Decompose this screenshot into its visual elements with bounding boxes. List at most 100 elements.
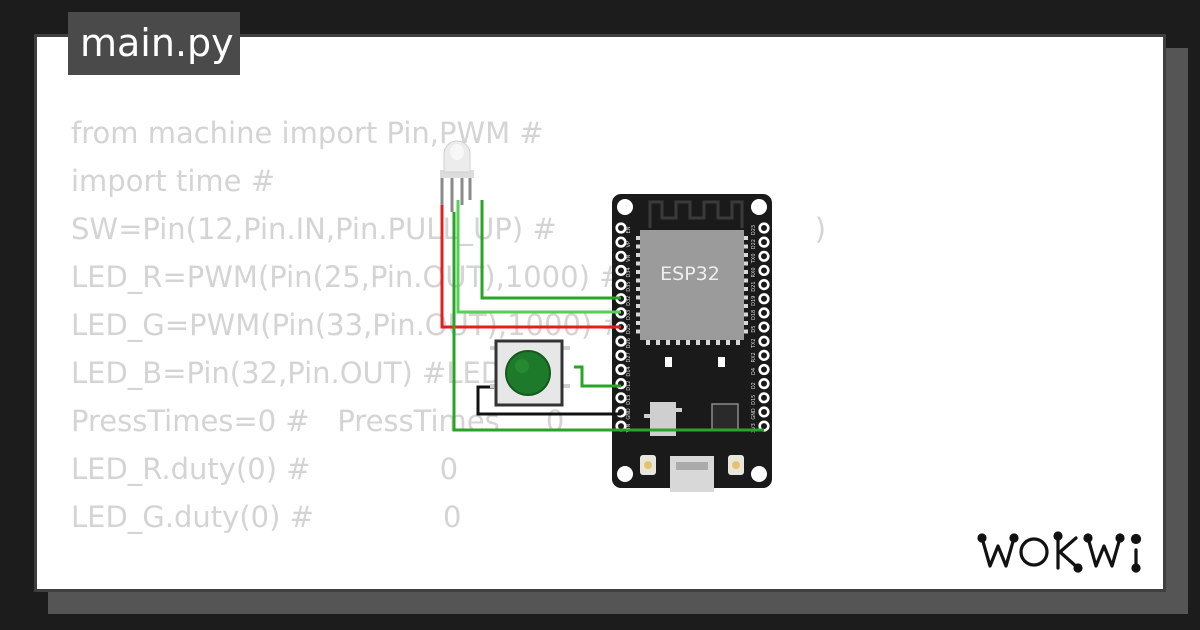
pin-label: D2 — [751, 382, 757, 389]
wires — [440, 200, 764, 432]
file-tab[interactable]: main.py — [68, 12, 240, 75]
module-pad — [744, 253, 748, 257]
header-pin[interactable] — [615, 335, 627, 347]
pin-label: D13 — [626, 395, 632, 405]
header-pin[interactable] — [758, 406, 770, 418]
esp32-module — [640, 230, 744, 340]
header-pin[interactable] — [758, 250, 770, 262]
module-pad — [716, 340, 720, 345]
pin-label: D21 — [751, 281, 757, 291]
rgb-led[interactable] — [440, 140, 474, 212]
module-pad — [636, 270, 640, 274]
module-pad — [706, 340, 710, 345]
module-pad — [744, 287, 748, 291]
header-pin[interactable] — [758, 264, 770, 277]
pin-label: D18 — [751, 310, 757, 320]
header-pin[interactable] — [615, 363, 627, 376]
module-pad — [744, 295, 748, 300]
usb-ic — [711, 403, 739, 431]
pin-label: VN — [626, 254, 632, 261]
module-pad — [744, 270, 748, 274]
pin-labels: ENVPVND34D35D32D33D25D26D27D14D12D13GNDV… — [626, 225, 757, 433]
module-pad — [636, 261, 640, 266]
header-pin[interactable] — [758, 363, 770, 376]
code-line: LED_R=PWM(Pin(25,Pin.OUT),1000) # — [71, 260, 624, 294]
code-line: LED_G=PWM(Pin(33,Pin.OUT),1000) # — [71, 308, 626, 342]
pin-label: D27 — [626, 352, 632, 362]
pin-label: D15 — [751, 395, 757, 405]
header-pin[interactable] — [758, 349, 770, 361]
pin-label: D14 — [626, 366, 632, 376]
module-pad — [744, 278, 748, 283]
pin-label: TX0 — [751, 253, 757, 264]
pin-label: D33 — [626, 310, 632, 320]
pin-label: D26 — [626, 338, 632, 348]
module-pad — [646, 340, 650, 345]
module-pad — [636, 236, 640, 240]
module-pad — [744, 261, 748, 266]
module-pad — [744, 304, 748, 308]
header-pin[interactable] — [758, 321, 770, 333]
code-line: LED_B=Pin(32,Pin.OUT) #LED — [71, 356, 504, 390]
wire-light-green — [456, 200, 621, 314]
pin-label: D4 — [751, 368, 757, 375]
board-led — [665, 357, 672, 367]
header-pin[interactable] — [615, 349, 627, 361]
wire-black-button — [476, 385, 621, 416]
header-pin[interactable] — [758, 279, 770, 291]
header-pin[interactable] — [615, 264, 627, 277]
code-listing: from machine import Pin,PWM #import time… — [71, 109, 827, 589]
header-pin[interactable] — [615, 279, 627, 291]
pin-label: D5 — [751, 326, 757, 333]
chip-label: ESP32 — [660, 263, 720, 285]
pin-label: D25 — [626, 324, 632, 334]
pushbutton[interactable] — [490, 339, 570, 407]
header-pin[interactable] — [758, 236, 770, 248]
header-pin[interactable] — [758, 378, 770, 390]
pin-label: RX0 — [751, 267, 757, 277]
usb-connector[interactable] — [670, 456, 714, 492]
pin-label: TX2 — [751, 338, 757, 349]
code-line: import time # — [71, 164, 276, 198]
header-pin[interactable] — [615, 250, 627, 262]
wire-green-common — [452, 212, 764, 432]
header-pin[interactable] — [615, 392, 627, 404]
module-pad — [636, 244, 640, 249]
pin-label: VIN — [626, 424, 632, 433]
module-pad — [636, 253, 640, 257]
header-pin[interactable] — [615, 222, 627, 234]
module-pad — [744, 244, 748, 249]
module-pad — [636, 287, 640, 291]
module-pins — [636, 236, 748, 367]
code-line: LED_R.duty(0) # 0 — [71, 452, 459, 486]
module-pad — [636, 295, 640, 300]
module-pad — [744, 236, 748, 240]
module-pad — [744, 321, 748, 325]
esp32-board[interactable]: ESP32 ENVPVND34D35D32D33D25D26D27D14D12D… — [612, 194, 772, 492]
module-pad — [636, 312, 640, 317]
header-pin[interactable] — [615, 236, 627, 248]
header-pin[interactable] — [758, 307, 770, 319]
module-pad — [696, 340, 700, 345]
header-pin[interactable] — [758, 335, 770, 347]
code-line: PressTimes=0 # PressTimes 0 — [71, 404, 565, 438]
module-pad — [636, 278, 640, 283]
header-pin[interactable] — [758, 293, 770, 305]
pin-label: EN — [626, 226, 632, 233]
pin-label: D19 — [751, 296, 757, 306]
pin-label: D35 — [626, 281, 632, 291]
pin-label: VP — [626, 241, 632, 247]
code-line: SW=Pin(12,Pin.IN,Pin.PULL_UP) # ) — [71, 212, 827, 246]
module-pad — [744, 312, 748, 317]
pin-label: D22 — [751, 239, 757, 249]
header-pin[interactable] — [758, 222, 770, 234]
pin-label: 3V3 — [751, 423, 757, 433]
pin-label: D32 — [626, 296, 632, 306]
pin-label: D34 — [626, 267, 632, 277]
wokwi-logo — [977, 531, 1142, 573]
header-pin[interactable] — [758, 392, 770, 404]
pin-label: GND — [626, 408, 632, 420]
wire-green-button — [574, 365, 621, 388]
module-pad — [636, 329, 640, 334]
